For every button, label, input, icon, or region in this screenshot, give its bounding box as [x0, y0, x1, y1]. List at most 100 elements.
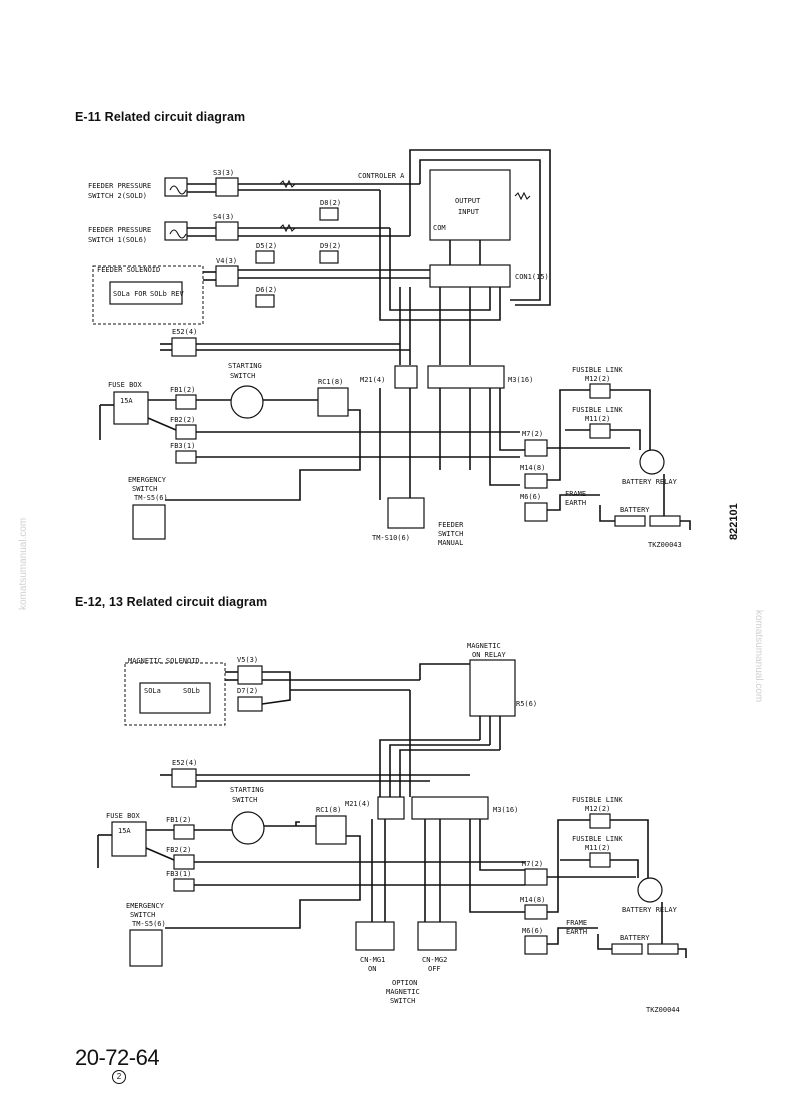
label-feeder-pressure-2b: SWITCH 2(SOLD)	[88, 192, 147, 200]
label-controller: CONTROLER A	[358, 172, 405, 180]
label-m7: M7(2)	[522, 430, 543, 438]
fuse-box	[113, 391, 149, 425]
emergency-switch	[132, 504, 166, 540]
connector-v5	[237, 665, 263, 685]
label-feeder-switch-b: SWITCH	[438, 530, 463, 538]
battery-2	[649, 515, 681, 527]
label-m21: M21(4)	[360, 376, 385, 384]
battery-2b	[647, 943, 679, 955]
connector-m6	[524, 502, 548, 522]
label-sol-a-2: SOLa	[144, 687, 161, 695]
connector-s3	[215, 177, 239, 197]
heading-e11: E-11 Related circuit diagram	[75, 110, 246, 124]
emergency-switch-2	[129, 929, 163, 967]
label-d6: D6(2)	[256, 286, 277, 294]
label-m6: M6(6)	[520, 493, 541, 501]
label-m11-2: M11(2)	[585, 844, 610, 852]
connector-m7	[524, 439, 548, 457]
label-sol-a: SOLa FOR	[113, 290, 148, 298]
label-fb3-2: FB3(1)	[166, 870, 191, 878]
connector-m14	[524, 473, 548, 489]
label-starting-switch: STARTING	[228, 362, 262, 370]
connector-fb3-2	[173, 878, 195, 892]
label-frame-earth-b: EARTH	[565, 499, 586, 507]
label-cn-mg1-b: ON	[368, 965, 376, 973]
label-m3-2: M3(16)	[493, 806, 518, 814]
connector-fb1-2	[173, 824, 195, 840]
cn-mg2-switch	[417, 921, 457, 951]
label-m11: M11(2)	[585, 415, 610, 423]
starting-switch[interactable]	[230, 385, 264, 419]
label-emergency-c: TM-S5(6)	[134, 494, 168, 502]
label-rc1: RC1(8)	[318, 378, 343, 386]
connector-e52-2	[171, 768, 197, 788]
label-feeder-switch-c: MANUAL	[438, 539, 463, 547]
starting-switch-2[interactable]	[231, 811, 265, 845]
label-d5: D5(2)	[256, 242, 277, 250]
label-m14: M14(8)	[520, 464, 545, 472]
feeder-solenoid-frame	[92, 265, 204, 325]
diode-d5	[255, 250, 275, 264]
label-v5: V5(3)	[237, 656, 258, 664]
battery-2a	[611, 943, 643, 955]
label-sol-b: SOLb REV	[150, 290, 185, 298]
label-fusible-link-2: FUSIBLE LINK	[572, 406, 623, 414]
label-fusible-link-1: FUSIBLE LINK	[572, 366, 623, 374]
revision-mark: 2	[112, 1070, 126, 1084]
label-fuse-15a-2: 15A	[118, 827, 131, 835]
label-m6-2: M6(6)	[522, 927, 543, 935]
label-fusible-link-3: FUSIBLE LINK	[572, 796, 623, 804]
label-fb3: FB3(1)	[170, 442, 195, 450]
label-battery-relay-2: BATTERY RELAY	[622, 906, 678, 914]
label-battery-relay: BATTERY RELAY	[622, 478, 678, 486]
connector-m12	[589, 383, 611, 399]
label-feeder-pressure-1b: SWITCH 1(SOL6)	[88, 236, 147, 244]
label-com: COM	[433, 224, 446, 232]
label-frame-earth: FRAME	[565, 490, 586, 498]
connector-e52	[171, 337, 197, 357]
label-emergency: EMERGENCY	[128, 476, 167, 484]
label-s4: S4(3)	[213, 213, 234, 221]
label-magnetic-solenoid: MAGNETIC SOLENOID	[128, 657, 200, 665]
relay-rc1-2	[315, 815, 347, 845]
label-m3: M3(16)	[508, 376, 533, 384]
label-emergency-b: SWITCH	[132, 485, 157, 493]
connector-fb3	[175, 450, 197, 464]
label-feeder-switch: FEEDER	[438, 521, 464, 529]
battery-1	[614, 515, 646, 527]
label-cn-mg1: CN-MG1	[360, 956, 385, 964]
connector-m11-2	[589, 852, 611, 868]
code-tkz00043: TKZ00043	[648, 541, 682, 549]
connector-m21-2	[377, 796, 405, 820]
label-magnetic-on-relay-b: ON RELAY	[472, 651, 507, 659]
heading-e12-13: E-12, 13 Related circuit diagram	[75, 595, 268, 609]
label-frame-earth-2: FRAME	[566, 919, 587, 927]
label-option-c: SWITCH	[390, 997, 415, 1005]
label-e52: E52(4)	[172, 328, 197, 336]
label-fusible-link-4: FUSIBLE LINK	[572, 835, 623, 843]
label-feeder-pressure-2: FEEDER PRESSURE	[88, 182, 151, 190]
diode-d7	[237, 696, 263, 712]
battery-relay-2	[637, 877, 663, 903]
label-m14-2: M14(8)	[520, 896, 545, 904]
magnetic-on-relay	[469, 659, 516, 717]
connector-m3-2	[411, 796, 489, 820]
label-d8: D8(2)	[320, 199, 341, 207]
diode-d9	[319, 250, 339, 264]
label-fb2: FB2(2)	[170, 416, 195, 424]
cn-mg1-switch	[355, 921, 395, 951]
magnetic-solenoid	[139, 682, 211, 714]
label-d9: D9(2)	[320, 242, 341, 250]
label-fb1-2: FB1(2)	[166, 816, 191, 824]
label-cn-mg2-b: OFF	[428, 965, 441, 973]
label-m12-2: M12(2)	[585, 805, 610, 813]
connector-m11	[589, 423, 611, 439]
connector-v4	[215, 265, 239, 287]
connector-m6-2	[524, 935, 548, 955]
label-r5: R5(6)	[516, 700, 537, 708]
label-starting-switch-2: STARTING	[230, 786, 264, 794]
label-magnetic-on-relay: MAGNETIC	[467, 642, 501, 650]
diagram-e11: FEEDER PRESSURE SWITCH 2(SOLD) S3(3) FEE…	[88, 149, 691, 549]
label-v4: V4(3)	[216, 257, 237, 265]
